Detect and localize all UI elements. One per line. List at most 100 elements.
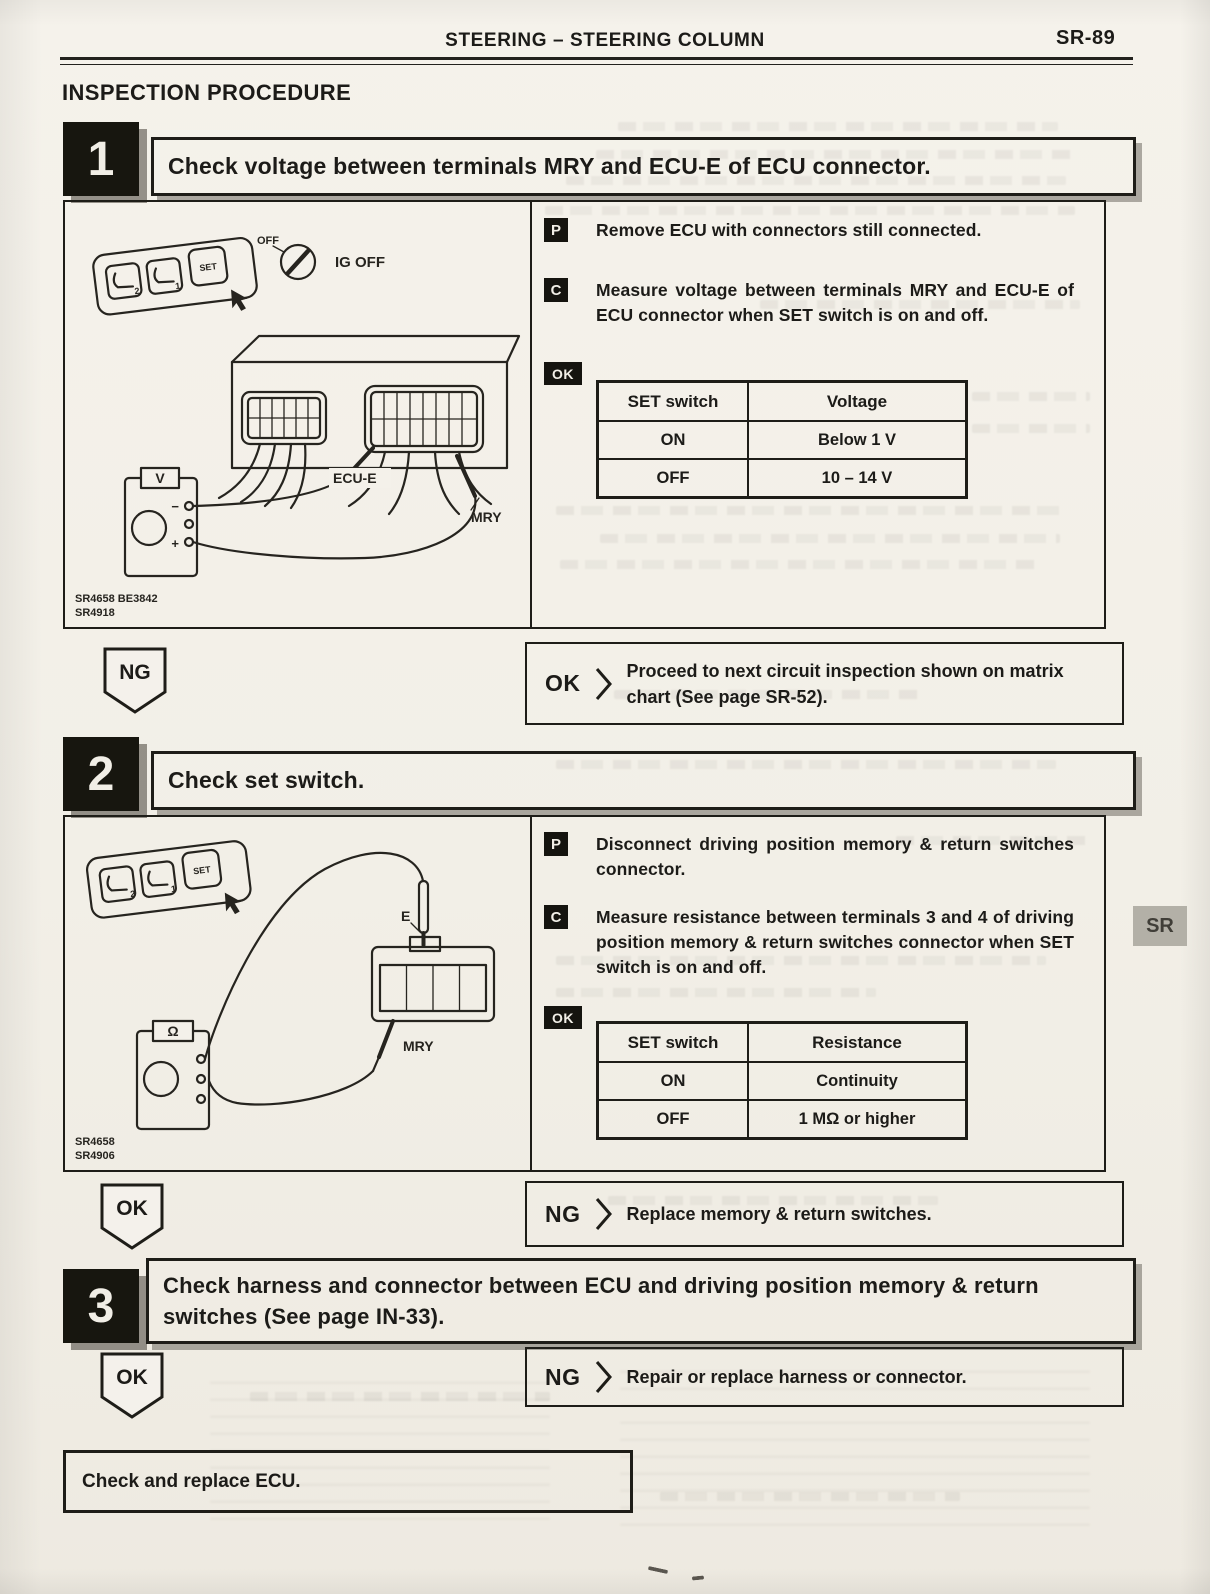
mry-probe [377, 1019, 395, 1059]
step2-number-box: 2 [63, 737, 139, 811]
mry-test-lead [191, 494, 477, 560]
step2-prepare-text: Disconnect driving position memory & ret… [596, 834, 1074, 879]
step2-title: Check set switch. [151, 751, 1136, 810]
step1-number-box: 1 [63, 122, 139, 196]
step2-panel: 2 1 SET E MRY Ω SR4658 SR4906 P Disconne… [63, 815, 1106, 1172]
table-cell: Continuity [749, 1061, 965, 1099]
mry-label: MRY [403, 1038, 434, 1054]
table-header: SET switch [599, 383, 749, 420]
figure-code: SR4658 [75, 1136, 115, 1148]
ng-badge-label: NG [119, 661, 151, 684]
cursor-arrow-icon [224, 892, 242, 915]
table-cell: Below 1 V [749, 420, 965, 458]
figure-code: SR4918 [75, 607, 115, 619]
table-cell: ON [599, 1061, 749, 1099]
step1-panel: OFF IG OFF V − + ECU-E MRY 2 1 SET SR465… [63, 200, 1106, 629]
seat-memory-switch-panel [92, 236, 258, 316]
test-lead-to-mry [207, 1069, 375, 1106]
figure-code: SR4906 [75, 1150, 115, 1162]
chevron-right-icon [595, 667, 612, 700]
ng-label: NG [545, 1200, 581, 1227]
ecu-e-test-lead [191, 472, 351, 508]
ok-tag: OK [544, 362, 582, 385]
plus-sign: + [171, 536, 179, 551]
mry-label: MRY [471, 509, 502, 525]
final-note-box: Check and replace ECU. [63, 1450, 633, 1513]
scan-smudge [647, 1565, 669, 1575]
off-label: OFF [257, 235, 279, 247]
step1-ok-result-text: Proceed to next circuit inspection shown… [626, 660, 1064, 707]
step2-spec-table: SET switch Resistance ON Continuity OFF … [596, 1021, 968, 1140]
table-header: Resistance [812, 1032, 902, 1052]
chevron-right-icon [595, 1361, 612, 1393]
switches-connector [370, 935, 496, 1023]
section-heading: INSPECTION PROCEDURE [62, 80, 352, 105]
voltmeter-label: V [155, 470, 165, 486]
table-cell: OFF [599, 1099, 749, 1137]
ohmmeter [135, 1019, 211, 1131]
set-button-label: SET [193, 864, 212, 876]
seat-icon [106, 875, 128, 892]
mry-probe [455, 454, 477, 498]
step1-ok-result: OK Proceed to next circuit inspection sh… [525, 642, 1124, 725]
seat-icon [112, 272, 135, 289]
ecu-e-label: ECU-E [333, 470, 377, 486]
table-header: SET switch [599, 1024, 749, 1061]
table-cell: 10 – 14 V [749, 458, 965, 496]
step2-check-text: Measure resistance between terminals 3 a… [596, 907, 1074, 977]
e-probe [417, 879, 430, 935]
table-cell: ON [599, 420, 749, 458]
section-side-tab: SR [1133, 906, 1187, 946]
page-number: SR-89 [1056, 27, 1116, 49]
ng-badge: NG [103, 647, 167, 714]
page-title: STEERING – STEERING COLUMN [445, 30, 765, 51]
check-tag: C [544, 905, 568, 929]
step1-check-text: Measure voltage between terminals MRY an… [596, 280, 1074, 325]
panel-divider [530, 202, 532, 627]
minus-sign: − [171, 499, 179, 514]
step3-title: Check harness and connector between ECU … [146, 1258, 1136, 1344]
table-cell: 1 MΩ or higher [749, 1099, 965, 1137]
ecu-housing [230, 334, 521, 364]
ecu-connector-left [217, 390, 328, 510]
set-button-label: SET [199, 261, 218, 273]
seat-icon [147, 870, 169, 887]
ok-badge-label: OK [116, 1197, 148, 1220]
step3-ng-result: NG Repair or replace harness or connecto… [525, 1347, 1124, 1407]
step1-diagram: OFF IG OFF V − + ECU-E MRY 2 1 SET SR465… [75, 235, 521, 619]
check-tag: C [544, 278, 568, 302]
button2-label: 2 [130, 889, 136, 900]
e-label: E [401, 908, 410, 924]
ignition-key-icon [279, 243, 317, 281]
step1-spec-table: SET switch Voltage ON Below 1 V OFF 10 –… [596, 380, 968, 499]
test-lead-to-e [203, 851, 425, 1061]
figure-code: SR4658 BE3842 [75, 593, 158, 605]
ok-tag: OK [544, 1006, 582, 1029]
seat-memory-switch-panel [85, 840, 252, 919]
button1-label: 1 [175, 281, 181, 292]
step2-diagram: 2 1 SET E MRY Ω SR4658 SR4906 [75, 840, 496, 1162]
voltmeter [123, 466, 199, 578]
header-rule [60, 57, 1133, 65]
ok-badge-label: OK [116, 1366, 148, 1389]
panel-divider [530, 817, 532, 1170]
table-cell: OFF [599, 458, 749, 496]
table-header: Voltage [826, 391, 888, 411]
chevron-right-icon [595, 1198, 612, 1230]
cursor-arrow-icon [231, 289, 248, 311]
ok-label: OK [545, 670, 581, 696]
step1-prepare-text: Remove ECU with connectors still connect… [596, 220, 982, 240]
step3-ng-result-text: Repair or replace harness or connector. [626, 1367, 967, 1387]
step3-number-box: 3 [63, 1269, 139, 1343]
prepare-tag: P [544, 832, 568, 856]
ohm-label: Ω [167, 1023, 178, 1039]
ok-badge: OK [100, 1183, 164, 1250]
ok-badge: OK [100, 1352, 164, 1419]
seat-icon [153, 267, 175, 284]
scan-smudge [691, 1575, 705, 1581]
ng-label: NG [545, 1363, 581, 1390]
step1-title: Check voltage between terminals MRY and … [151, 137, 1136, 196]
step2-ng-result: NG Replace memory & return switches. [525, 1181, 1124, 1247]
